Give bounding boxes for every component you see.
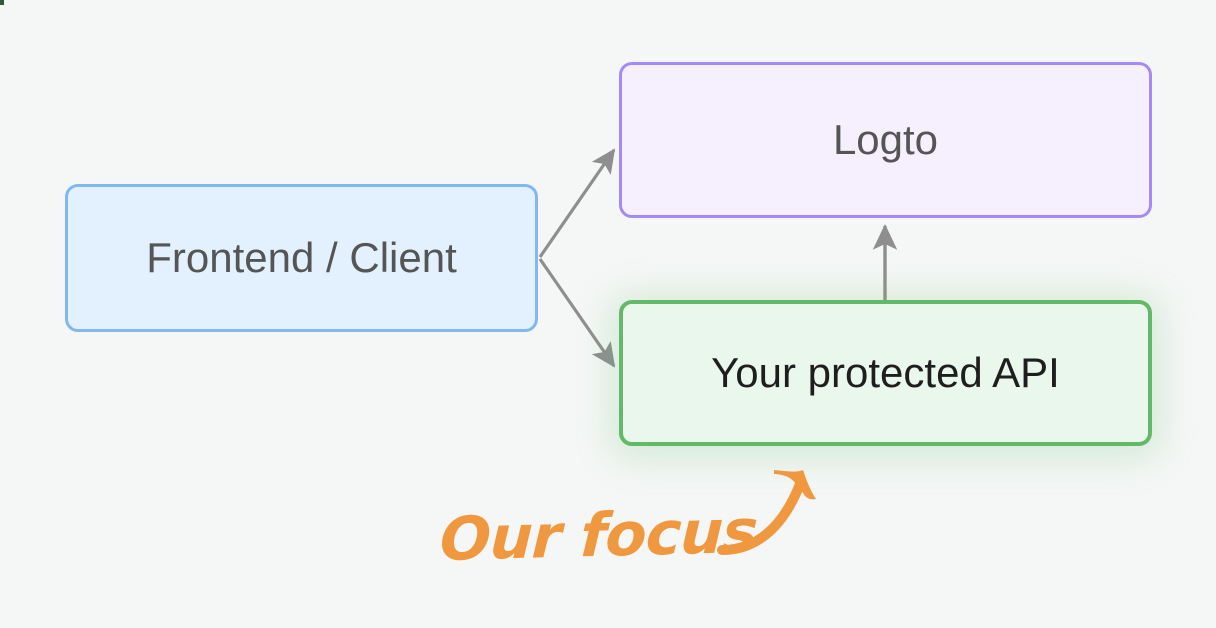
annotation-our-focus-label: Our focus [438, 496, 759, 575]
node-logto[interactable]: Logto [619, 62, 1152, 218]
node-frontend-client[interactable]: Frontend / Client [65, 184, 538, 332]
edge-frontend-to-logto [538, 148, 616, 258]
node-your-protected-api[interactable]: Your protected API [619, 300, 1152, 446]
node-frontend-client-label: Frontend / Client [146, 233, 457, 281]
edge-frontend-to-api [538, 258, 616, 368]
corner-artifact [0, 0, 4, 5]
node-logto-label: Logto [832, 115, 939, 163]
node-your-protected-api-label: Your protected API [711, 348, 1060, 396]
